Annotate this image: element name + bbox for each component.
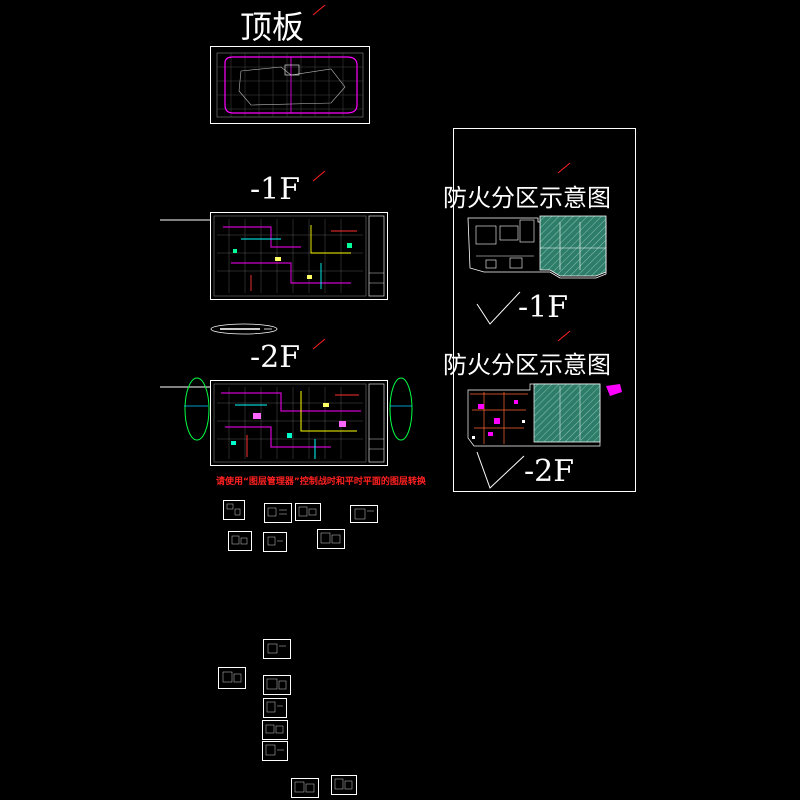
- fire-zone-leader-1: [476, 290, 522, 326]
- b2-right-cloud-mark: [386, 376, 416, 442]
- detail-sheet-15[interactable]: [331, 775, 357, 795]
- roof-title: 顶板: [240, 8, 305, 46]
- detail-sheet-4[interactable]: [350, 505, 378, 523]
- b2-plan-drawing: [213, 383, 385, 463]
- b2-left-cloud-mark: [182, 376, 212, 442]
- b1-title: -1F: [250, 172, 301, 207]
- roof-plan-drawing: [216, 52, 364, 118]
- b1-leader-line: [160, 218, 212, 222]
- detail-sheet-9[interactable]: [218, 667, 246, 689]
- detail-sheet-14[interactable]: [291, 778, 319, 798]
- b2-title-tick: [312, 338, 326, 350]
- detail-sheet-13[interactable]: [262, 741, 288, 761]
- fire-zone-title-2-tick: [557, 330, 571, 342]
- fire-zone-floor-2: -2F: [524, 454, 575, 489]
- detail-sheet-11[interactable]: [263, 698, 287, 718]
- detail-sheet-12[interactable]: [262, 720, 288, 740]
- b1-plan-sheet[interactable]: [210, 212, 388, 300]
- detail-sheet-8[interactable]: [263, 639, 291, 659]
- fire-zone-title-2: 防火分区示意图: [443, 351, 611, 379]
- detail-sheet-7[interactable]: [317, 529, 345, 549]
- fire-zone-leader-2: [476, 450, 526, 490]
- b2-plan-sheet[interactable]: [210, 380, 388, 466]
- roof-plan-sheet[interactable]: [210, 46, 370, 124]
- fire-zone-plan-2: [464, 380, 626, 450]
- b2-leader-line: [160, 385, 212, 389]
- detail-sheet-3[interactable]: [295, 503, 321, 521]
- fire-zone-floor-1: -1F: [518, 290, 569, 325]
- b1-plan-drawing: [213, 215, 385, 297]
- fire-zone-title-1: 防火分区示意图: [443, 184, 611, 212]
- detail-sheet-1[interactable]: [223, 500, 245, 520]
- fire-zone-title-1-tick: [557, 162, 571, 174]
- detail-sheet-6[interactable]: [263, 532, 287, 552]
- detail-sheet-2[interactable]: [264, 503, 292, 523]
- fire-zone-plan-1: [464, 212, 614, 282]
- fire-zone-panel[interactable]: [453, 128, 636, 492]
- layer-manager-note: 请使用“图层管理器”控制战时和平时平面的图层转换: [216, 477, 426, 487]
- roof-title-tick: [312, 4, 326, 16]
- drawing-label-pill: [210, 323, 278, 335]
- b2-title: -2F: [250, 340, 301, 375]
- b1-title-tick: [312, 170, 326, 182]
- detail-sheet-5[interactable]: [228, 531, 252, 551]
- detail-sheet-10[interactable]: [263, 675, 291, 695]
